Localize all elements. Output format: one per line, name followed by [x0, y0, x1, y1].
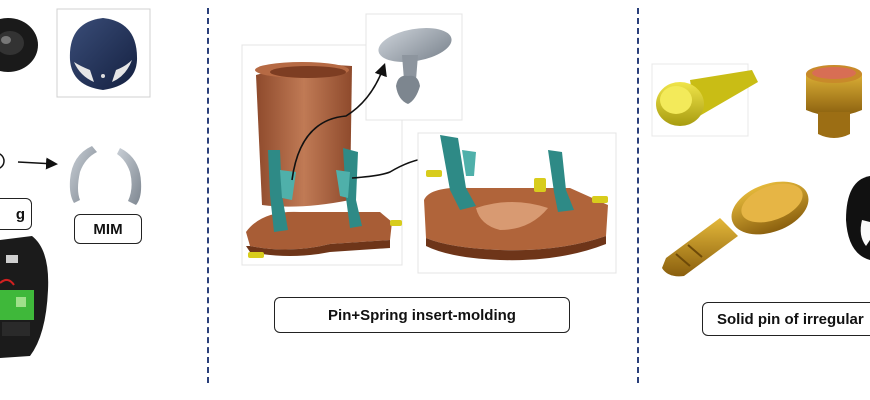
yellow-lever-pin-image [651, 63, 758, 137]
right-section-divider [637, 8, 639, 383]
mim-label: MIM [74, 214, 142, 244]
mim-label-text: MIM [93, 220, 123, 238]
insert-molding-caption-text: Pin+Spring insert-molding [328, 306, 516, 324]
solid-pin-caption-text: Solid pin of irregular [717, 310, 864, 328]
mim-parts-image [69, 146, 142, 205]
partial-process-label-text: g [15, 205, 25, 223]
left-section-divider [207, 8, 209, 383]
grey-pin-image [365, 13, 463, 121]
pin-pointer-arrow [291, 62, 387, 181]
solid-pin-caption: Solid pin of irregular [702, 302, 870, 336]
insert-molding-caption: Pin+Spring insert-molding [274, 297, 570, 333]
earbud-internal-image [0, 236, 49, 358]
gold-cap-pin-image [806, 65, 862, 138]
black-earbud-image [0, 18, 38, 72]
navy-shell-image [56, 8, 151, 98]
gold-long-pin-image [662, 181, 809, 277]
mim-process-arrow [0, 153, 58, 170]
black-earbud-pin-image [846, 176, 870, 260]
spring-pointer-arrow [351, 152, 432, 179]
spring-assembly-image [417, 132, 617, 274]
partial-process-label: g [0, 198, 32, 230]
